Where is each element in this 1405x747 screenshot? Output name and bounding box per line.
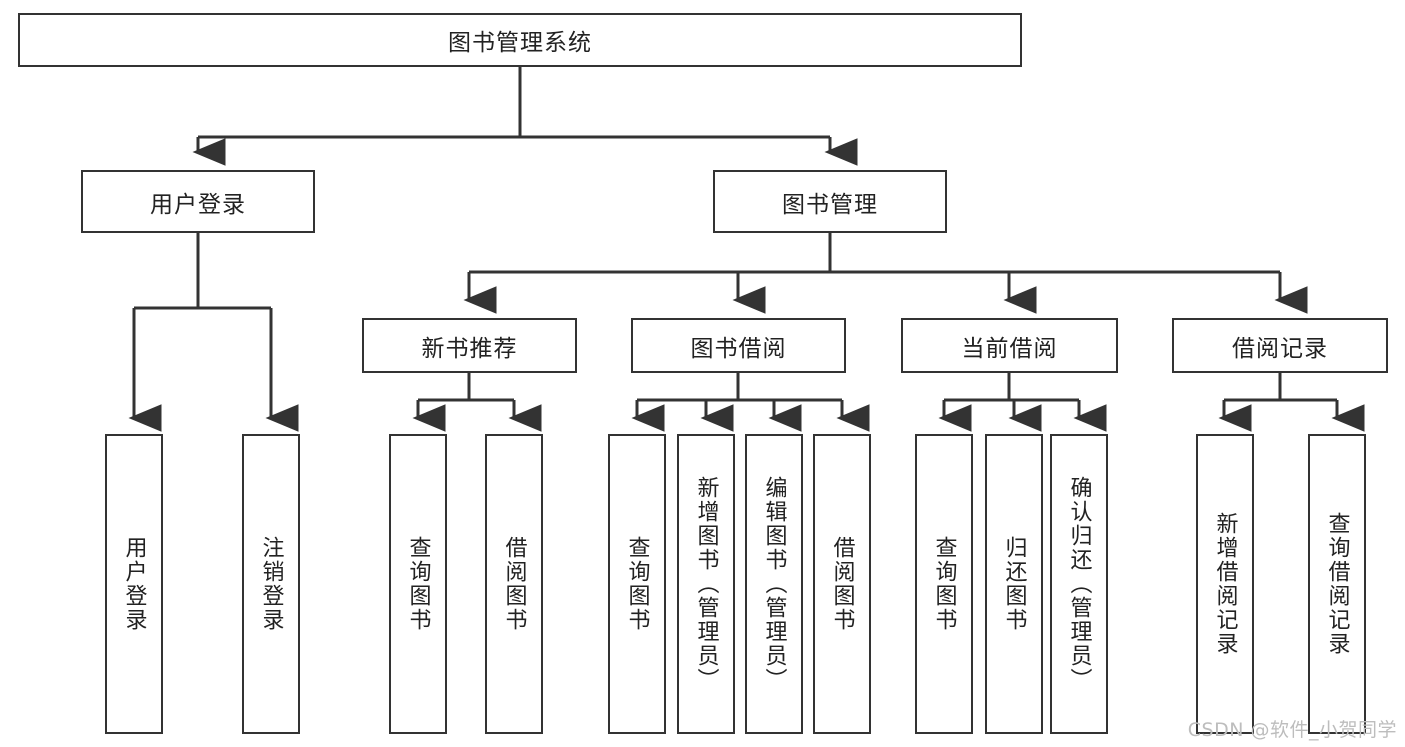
- node-current-borrow[interactable]: 当前借阅: [901, 318, 1118, 373]
- csdn-watermark: CSDN @软件_小贺同学: [1187, 719, 1397, 741]
- leaf-record-query-record[interactable]: 查询借阅记录: [1308, 434, 1366, 734]
- node-borrow-record-label: 借阅记录: [1232, 335, 1328, 362]
- node-book-borrow-label: 图书借阅: [690, 335, 787, 362]
- leaf-borrow-query-book-label: 查询图书: [624, 536, 650, 632]
- node-current-borrow-label: 当前借阅: [961, 335, 1058, 362]
- leaf-logout-label: 注销登录: [258, 536, 284, 632]
- leaf-borrow-borrow-book-label: 借阅图书: [829, 536, 855, 632]
- node-root-label: 图书管理系统: [448, 30, 592, 56]
- leaf-borrow-edit-book[interactable]: 编辑图书（管理员）: [745, 434, 803, 734]
- leaf-borrow-query-book[interactable]: 查询图书: [608, 434, 666, 734]
- node-book-management[interactable]: 图书管理: [713, 170, 947, 233]
- node-new-book-recommend[interactable]: 新书推荐: [362, 318, 577, 373]
- node-root[interactable]: 图书管理系统: [18, 13, 1022, 67]
- leaf-user-login[interactable]: 用户登录: [105, 434, 163, 734]
- leaf-record-add-record-label: 新增借阅记录: [1212, 512, 1238, 656]
- leaf-current-confirm-return-label: 确认归还（管理员）: [1066, 476, 1092, 692]
- node-borrow-record[interactable]: 借阅记录: [1172, 318, 1388, 373]
- leaf-newbook-borrow-book[interactable]: 借阅图书: [485, 434, 543, 734]
- leaf-record-query-record-label: 查询借阅记录: [1324, 512, 1350, 656]
- leaf-newbook-borrow-book-label: 借阅图书: [501, 536, 527, 632]
- leaf-newbook-query-book[interactable]: 查询图书: [389, 434, 447, 734]
- leaf-borrow-add-book[interactable]: 新增图书（管理员）: [677, 434, 735, 734]
- leaf-current-return-book-label: 归还图书: [1001, 536, 1027, 632]
- leaf-current-query-book[interactable]: 查询图书: [915, 434, 973, 734]
- leaf-borrow-borrow-book[interactable]: 借阅图书: [813, 434, 871, 734]
- leaf-user-login-label: 用户登录: [121, 536, 147, 632]
- leaf-current-query-book-label: 查询图书: [931, 536, 957, 632]
- leaf-current-return-book[interactable]: 归还图书: [985, 434, 1043, 734]
- leaf-borrow-edit-book-label: 编辑图书（管理员）: [761, 476, 787, 692]
- leaf-newbook-query-book-label: 查询图书: [405, 536, 431, 632]
- node-book-borrow[interactable]: 图书借阅: [631, 318, 846, 373]
- node-user-login[interactable]: 用户登录: [81, 170, 315, 233]
- node-new-book-recommend-label: 新书推荐: [421, 335, 518, 362]
- leaf-current-confirm-return[interactable]: 确认归还（管理员）: [1050, 434, 1108, 734]
- node-user-login-label: 用户登录: [150, 191, 246, 218]
- leaf-logout[interactable]: 注销登录: [242, 434, 300, 734]
- leaf-borrow-add-book-label: 新增图书（管理员）: [693, 476, 719, 692]
- node-book-management-label: 图书管理: [782, 191, 878, 218]
- leaf-record-add-record[interactable]: 新增借阅记录: [1196, 434, 1254, 734]
